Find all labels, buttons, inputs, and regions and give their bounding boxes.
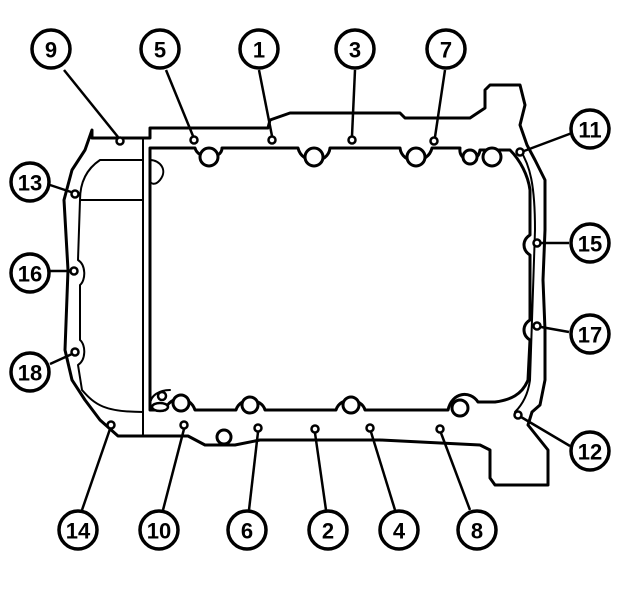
- leader-line-11: [523, 131, 573, 153]
- callout-3: 3: [334, 28, 376, 70]
- leader-line-5: [164, 69, 195, 137]
- leader-line-3: [350, 69, 357, 137]
- callout-13: 13: [9, 161, 51, 203]
- gasket-outline: [62, 83, 550, 487]
- callouts: 1 2 3 4 5 6 7 8: [9, 28, 611, 551]
- leader-line-12: [520, 415, 571, 448]
- boss: [461, 148, 479, 166]
- callout-label-15: 15: [578, 232, 602, 257]
- bolt-hole-14: [106, 420, 116, 430]
- bolt-hole-12: [513, 410, 523, 420]
- leader-line-17: [540, 325, 570, 334]
- bolt-hole-11: [515, 147, 525, 157]
- callout-label-6: 6: [241, 519, 253, 544]
- callout-label-3: 3: [349, 38, 361, 63]
- leader-line-14: [80, 428, 112, 511]
- callout-9: 9: [30, 28, 72, 70]
- callout-label-13: 13: [18, 171, 42, 196]
- callout-label-14: 14: [66, 519, 91, 544]
- callout-label-17: 17: [578, 323, 602, 348]
- callout-label-12: 12: [578, 440, 602, 465]
- callout-label-11: 11: [578, 118, 601, 143]
- callout-label-18: 18: [18, 361, 42, 386]
- callout-4: 4: [378, 509, 420, 551]
- gasket-inner-seal: [148, 146, 532, 412]
- callout-label-2: 2: [322, 519, 334, 544]
- callout-5: 5: [139, 28, 181, 70]
- callout-label-9: 9: [45, 38, 57, 63]
- bolt-hole-16: [69, 266, 79, 276]
- boss: [450, 398, 470, 418]
- boss: [215, 428, 233, 446]
- callout-15: 15: [569, 222, 611, 264]
- leader-line-10: [161, 428, 186, 511]
- callout-label-10: 10: [147, 519, 171, 544]
- leader-line-13: [49, 183, 72, 194]
- callout-7: 7: [425, 28, 467, 70]
- callout-17: 17: [569, 313, 611, 355]
- callout-12: 12: [569, 430, 611, 472]
- boss: [156, 390, 168, 402]
- callout-2: 2: [307, 509, 349, 551]
- bolt-hole-18: [70, 347, 80, 357]
- leader-line-1: [257, 69, 274, 137]
- callout-16: 16: [9, 252, 51, 294]
- bolt-hole-4: [365, 423, 375, 433]
- callout-label-5: 5: [154, 38, 166, 63]
- callout-label-7: 7: [440, 38, 452, 63]
- callout-18: 18: [9, 351, 51, 393]
- leader-lines: [49, 69, 573, 511]
- bolt-hole-9: [115, 136, 125, 146]
- bolt-hole-10: [179, 420, 189, 430]
- bolt-hole-2: [310, 424, 320, 434]
- callout-10: 10: [138, 509, 180, 551]
- leader-line-7: [433, 69, 447, 138]
- callout-11: 11: [569, 108, 611, 150]
- boss: [303, 146, 325, 168]
- callout-8: 8: [456, 509, 498, 551]
- boss: [240, 395, 260, 415]
- leader-line-8: [439, 432, 472, 511]
- bolt-hole-7: [429, 136, 439, 146]
- bolt-hole-3: [347, 135, 357, 145]
- callout-label-16: 16: [18, 262, 42, 287]
- bolt-hole-13: [70, 189, 80, 199]
- boss: [198, 146, 220, 168]
- callout-label-1: 1: [253, 38, 265, 63]
- bolt-holes: [69, 135, 542, 434]
- leader-line-18: [49, 352, 73, 366]
- bolt-hole-5: [189, 135, 199, 145]
- bolt-hole-17: [532, 321, 542, 331]
- bolt-hole-1: [267, 135, 277, 145]
- boss: [171, 393, 191, 413]
- callout-14: 14: [57, 509, 99, 551]
- bolt-hole-8: [435, 424, 445, 434]
- boss: [150, 401, 170, 413]
- bolt-hole-6: [253, 423, 263, 433]
- leader-line-9: [63, 69, 119, 138]
- leader-line-2: [313, 432, 328, 511]
- boss: [481, 146, 503, 168]
- leader-line-4: [369, 431, 397, 511]
- callout-1: 1: [238, 28, 280, 70]
- callout-6: 6: [226, 509, 268, 551]
- boss: [341, 395, 361, 415]
- bolt-hole-15: [532, 238, 542, 248]
- callout-label-4: 4: [393, 519, 406, 544]
- leader-line-6: [247, 431, 260, 511]
- callout-label-8: 8: [471, 519, 483, 544]
- gasket-bosses: [150, 146, 503, 446]
- boss: [405, 146, 427, 168]
